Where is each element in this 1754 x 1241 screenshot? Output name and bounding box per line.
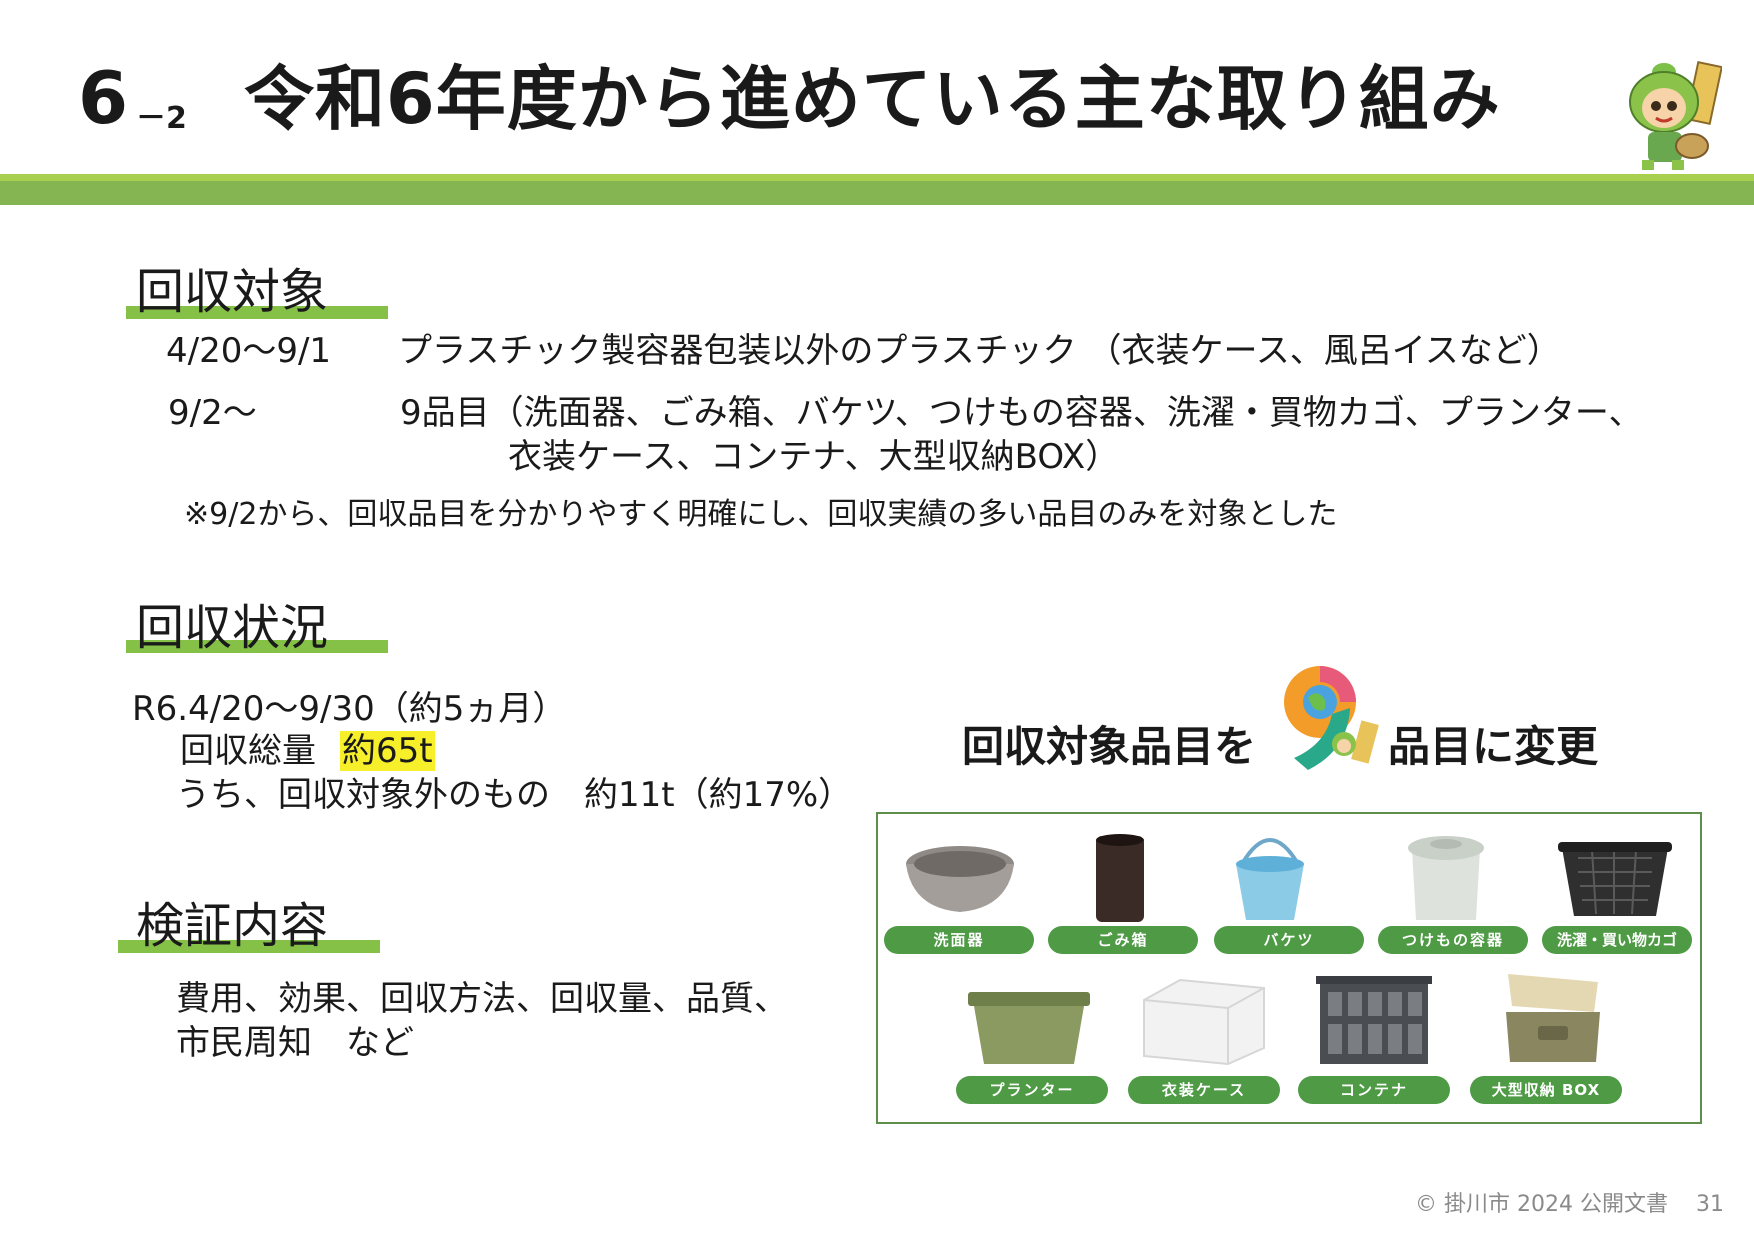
target-desc-2-line2: 衣装ケース、コンテナ、大型収納BOX）	[508, 437, 1120, 477]
status-total-label: 回収総量	[180, 731, 316, 771]
section-heading-target: 回収対象	[136, 264, 329, 320]
banner-text-right: 品目に変更	[1388, 722, 1599, 771]
item-label: バケツ	[1214, 926, 1364, 954]
planter-icon	[968, 992, 1090, 1064]
laundry-basket-icon	[1558, 842, 1672, 916]
header-band-light	[0, 174, 1754, 181]
item-label: 洗面器	[884, 926, 1034, 954]
heading-underline	[126, 640, 388, 653]
page-number: 31	[1696, 1192, 1724, 1217]
item-label: プランター	[956, 1076, 1108, 1104]
item-label: 洗濯・買い物カゴ	[1542, 926, 1692, 954]
header-band-dark	[0, 181, 1754, 205]
item-label: コンテナ	[1298, 1076, 1450, 1104]
trash-bin-icon	[1096, 834, 1144, 922]
target-desc-2-line1: 9品目（洗面器、ごみ箱、バケツ、つけもの容器、洗濯・買物カゴ、プランター、	[400, 393, 1643, 433]
status-period: R6.4/20～9/30（約5ヵ月）	[132, 689, 567, 729]
status-excluded: うち、回収対象外のもの 約11t（約17%）	[176, 775, 853, 815]
footer-copyright: © 掛川市 2024 公開文書	[1415, 1192, 1668, 1217]
slide-sub-number: －2	[136, 101, 187, 136]
mascot-icon	[1629, 60, 1722, 170]
item-label: ごみ箱	[1048, 926, 1198, 954]
items-panel: 洗面器 ごみ箱 バケツ つけもの容器 洗濯・買い物カゴ プランター 衣装ケース …	[876, 812, 1702, 1124]
pickle-container-icon	[1408, 836, 1484, 920]
status-total-row: 回収総量約65t	[180, 731, 435, 771]
target-desc-1: プラスチック製容器包装以外のプラスチック （衣装ケース、風呂イスなど）	[398, 331, 1561, 371]
status-total-value: 約65t	[340, 731, 435, 771]
nine-items-logo-icon	[1284, 666, 1379, 770]
heading-underline	[118, 940, 380, 953]
clothing-case-icon	[1143, 978, 1265, 1066]
target-note: ※9/2から、回収品目を分かりやすく明確にし、回収実績の多い品目のみを対象とした	[184, 497, 1338, 532]
storage-box-icon	[1506, 974, 1600, 1062]
footer: © 掛川市 2024 公開文書 31	[1415, 1186, 1724, 1218]
item-label: 衣装ケース	[1128, 1076, 1280, 1104]
verify-line-2: 市民周知 など	[176, 1023, 414, 1063]
section-heading-status: 回収状況	[136, 600, 329, 656]
washbowl-icon	[906, 846, 1014, 912]
target-period-2: 9/2～	[168, 393, 257, 433]
heading-underline	[126, 306, 388, 319]
crate-icon	[1316, 976, 1432, 1064]
slide-number: 6	[78, 56, 129, 140]
verify-line-1: 費用、効果、回収方法、回収量、品質、	[176, 979, 788, 1019]
bucket-icon	[1236, 838, 1304, 920]
item-label: 大型収納 BOX	[1470, 1076, 1622, 1104]
banner-text-left: 回収対象品目を	[962, 722, 1257, 771]
target-period-1: 4/20～9/1	[166, 331, 332, 371]
section-heading-verify: 検証内容	[136, 898, 329, 954]
item-label: つけもの容器	[1378, 926, 1528, 954]
page-title: 令和6年度から進めている主な取り組み	[244, 58, 1501, 140]
